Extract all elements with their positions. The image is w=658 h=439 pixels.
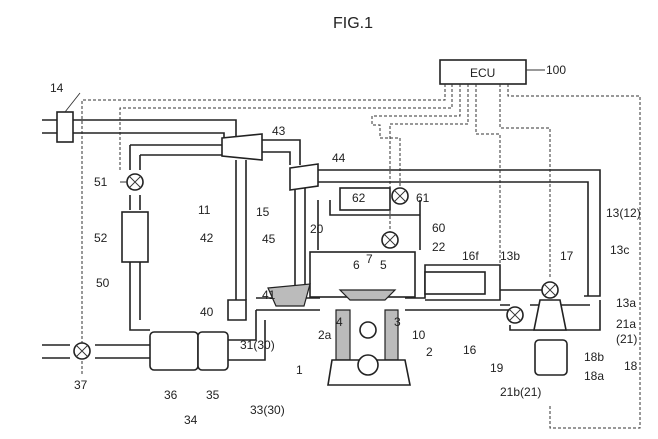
component-18a bbox=[535, 340, 567, 375]
valve-37-icon bbox=[74, 343, 90, 359]
reference-label-31: 10 bbox=[412, 328, 426, 342]
reference-label-7: 11 bbox=[198, 203, 211, 217]
reference-label-38: 18a bbox=[584, 369, 604, 383]
compressor-43 bbox=[222, 134, 262, 160]
reference-label-29: 4 bbox=[336, 315, 343, 329]
reference-label-34: 2 bbox=[426, 345, 433, 359]
reference-label-15: 22 bbox=[432, 240, 446, 254]
reference-label-1: 14 bbox=[50, 81, 64, 95]
piston bbox=[360, 322, 376, 338]
figure-title: FIG.1 bbox=[333, 15, 373, 32]
reference-label-10: 45 bbox=[262, 232, 276, 246]
component-14 bbox=[57, 112, 73, 142]
reference-label-46: 37 bbox=[74, 378, 88, 392]
reference-label-0: 100 bbox=[546, 63, 566, 77]
reference-label-3: 44 bbox=[332, 151, 346, 165]
catalyst-35 bbox=[198, 332, 228, 370]
reference-label-44: 35 bbox=[206, 388, 220, 402]
reference-label-12: 61 bbox=[416, 191, 430, 205]
reference-label-17: 7 bbox=[366, 252, 373, 266]
reference-label-22: 13b bbox=[500, 249, 520, 263]
reference-label-39: 18 bbox=[624, 359, 638, 373]
reference-label-30: 3 bbox=[394, 315, 401, 329]
reference-label-19: 16f bbox=[462, 249, 479, 263]
reference-label-23: 17 bbox=[560, 249, 574, 263]
reference-label-35: 16 bbox=[463, 343, 477, 357]
reference-label-4: 51 bbox=[94, 175, 108, 189]
catalyst-36 bbox=[150, 332, 198, 370]
reference-label-43: 36 bbox=[164, 388, 178, 402]
cooler-52 bbox=[122, 212, 148, 262]
reference-label-25: 21a bbox=[616, 317, 636, 331]
valve-61-icon bbox=[392, 188, 408, 204]
reference-label-2: 43 bbox=[272, 124, 286, 138]
reference-label-37: 18b bbox=[584, 350, 604, 364]
reference-label-32: 2a bbox=[318, 328, 332, 342]
reference-label-26: (21) bbox=[616, 332, 637, 346]
reference-label-21: 13c bbox=[610, 243, 629, 257]
crankshaft bbox=[358, 355, 378, 375]
valve-22-icon bbox=[382, 232, 398, 248]
component-16f bbox=[425, 272, 485, 294]
valve-19-icon bbox=[507, 307, 523, 323]
valve-51-icon bbox=[127, 174, 143, 190]
reference-label-13: 60 bbox=[432, 221, 446, 235]
compressor-44 bbox=[290, 164, 318, 190]
reference-label-36: 19 bbox=[490, 361, 504, 375]
reference-label-5: 52 bbox=[94, 231, 108, 245]
reference-label-6: 50 bbox=[96, 276, 110, 290]
valve-17-icon bbox=[542, 282, 558, 298]
reference-label-8: 42 bbox=[200, 231, 214, 245]
reference-label-28: 40 bbox=[200, 305, 214, 319]
reference-label-11: 62 bbox=[352, 191, 366, 205]
component-18b bbox=[534, 300, 566, 330]
reference-label-40: 21b(21) bbox=[500, 385, 541, 399]
reference-label-18: 5 bbox=[380, 258, 387, 272]
turbine-40 bbox=[228, 300, 246, 320]
reference-label-41: 1 bbox=[296, 363, 303, 377]
reference-label-42: 33(30) bbox=[250, 403, 285, 417]
reference-label-24: 13a bbox=[616, 296, 636, 310]
ecu-label: ECU bbox=[470, 66, 495, 80]
reference-label-9: 15 bbox=[256, 205, 270, 219]
reference-label-33: 31(30) bbox=[240, 338, 275, 352]
reference-label-16: 6 bbox=[353, 258, 360, 272]
reference-label-27: 41 bbox=[262, 288, 276, 302]
reference-label-14: 20 bbox=[310, 222, 324, 236]
reference-label-45: 34 bbox=[184, 413, 198, 427]
reference-label-20: 13(12) bbox=[606, 206, 641, 220]
